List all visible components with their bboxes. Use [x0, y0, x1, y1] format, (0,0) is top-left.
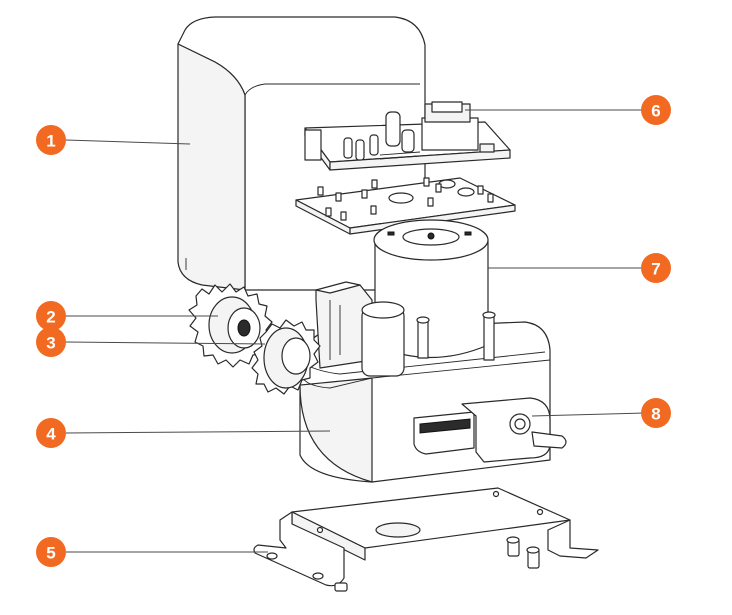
callout-circle [36, 327, 66, 357]
shaft-gear [251, 319, 321, 395]
callout-4: 4 [36, 418, 66, 448]
leader-line-4 [65, 430, 331, 434]
callout-5: 5 [36, 537, 66, 567]
callout-number: 3 [46, 334, 55, 353]
callout-number: 1 [46, 132, 55, 151]
callout-circle [36, 418, 66, 448]
callout-circle [641, 253, 671, 283]
control-board-upper [304, 101, 511, 171]
callout-1: 1 [36, 125, 66, 155]
callout-circle [36, 125, 66, 155]
pinion-gear [188, 283, 273, 368]
callout-circle [641, 95, 671, 125]
callout-6: 6 [641, 95, 671, 125]
callout-2: 2 [36, 301, 66, 331]
leader-line-1 [65, 139, 191, 145]
callout-7: 7 [641, 253, 671, 283]
mounting-plate [253, 487, 599, 592]
release-lever [413, 397, 567, 463]
gear-bracket [315, 281, 405, 377]
callout-circle [36, 301, 66, 331]
leader-line-3 [65, 341, 266, 345]
callout-3: 3 [36, 327, 66, 357]
callout-number: 7 [651, 260, 660, 279]
callout-number: 6 [651, 102, 660, 121]
callout-number: 4 [46, 425, 56, 444]
callout-number: 8 [651, 405, 660, 424]
callout-circle [641, 398, 671, 428]
leader-lines [65, 109, 644, 553]
leader-line-8 [531, 412, 644, 417]
callout-8: 8 [641, 398, 671, 428]
callout-number: 5 [46, 544, 55, 563]
callout-number: 2 [46, 308, 55, 327]
callout-circle [36, 537, 66, 567]
